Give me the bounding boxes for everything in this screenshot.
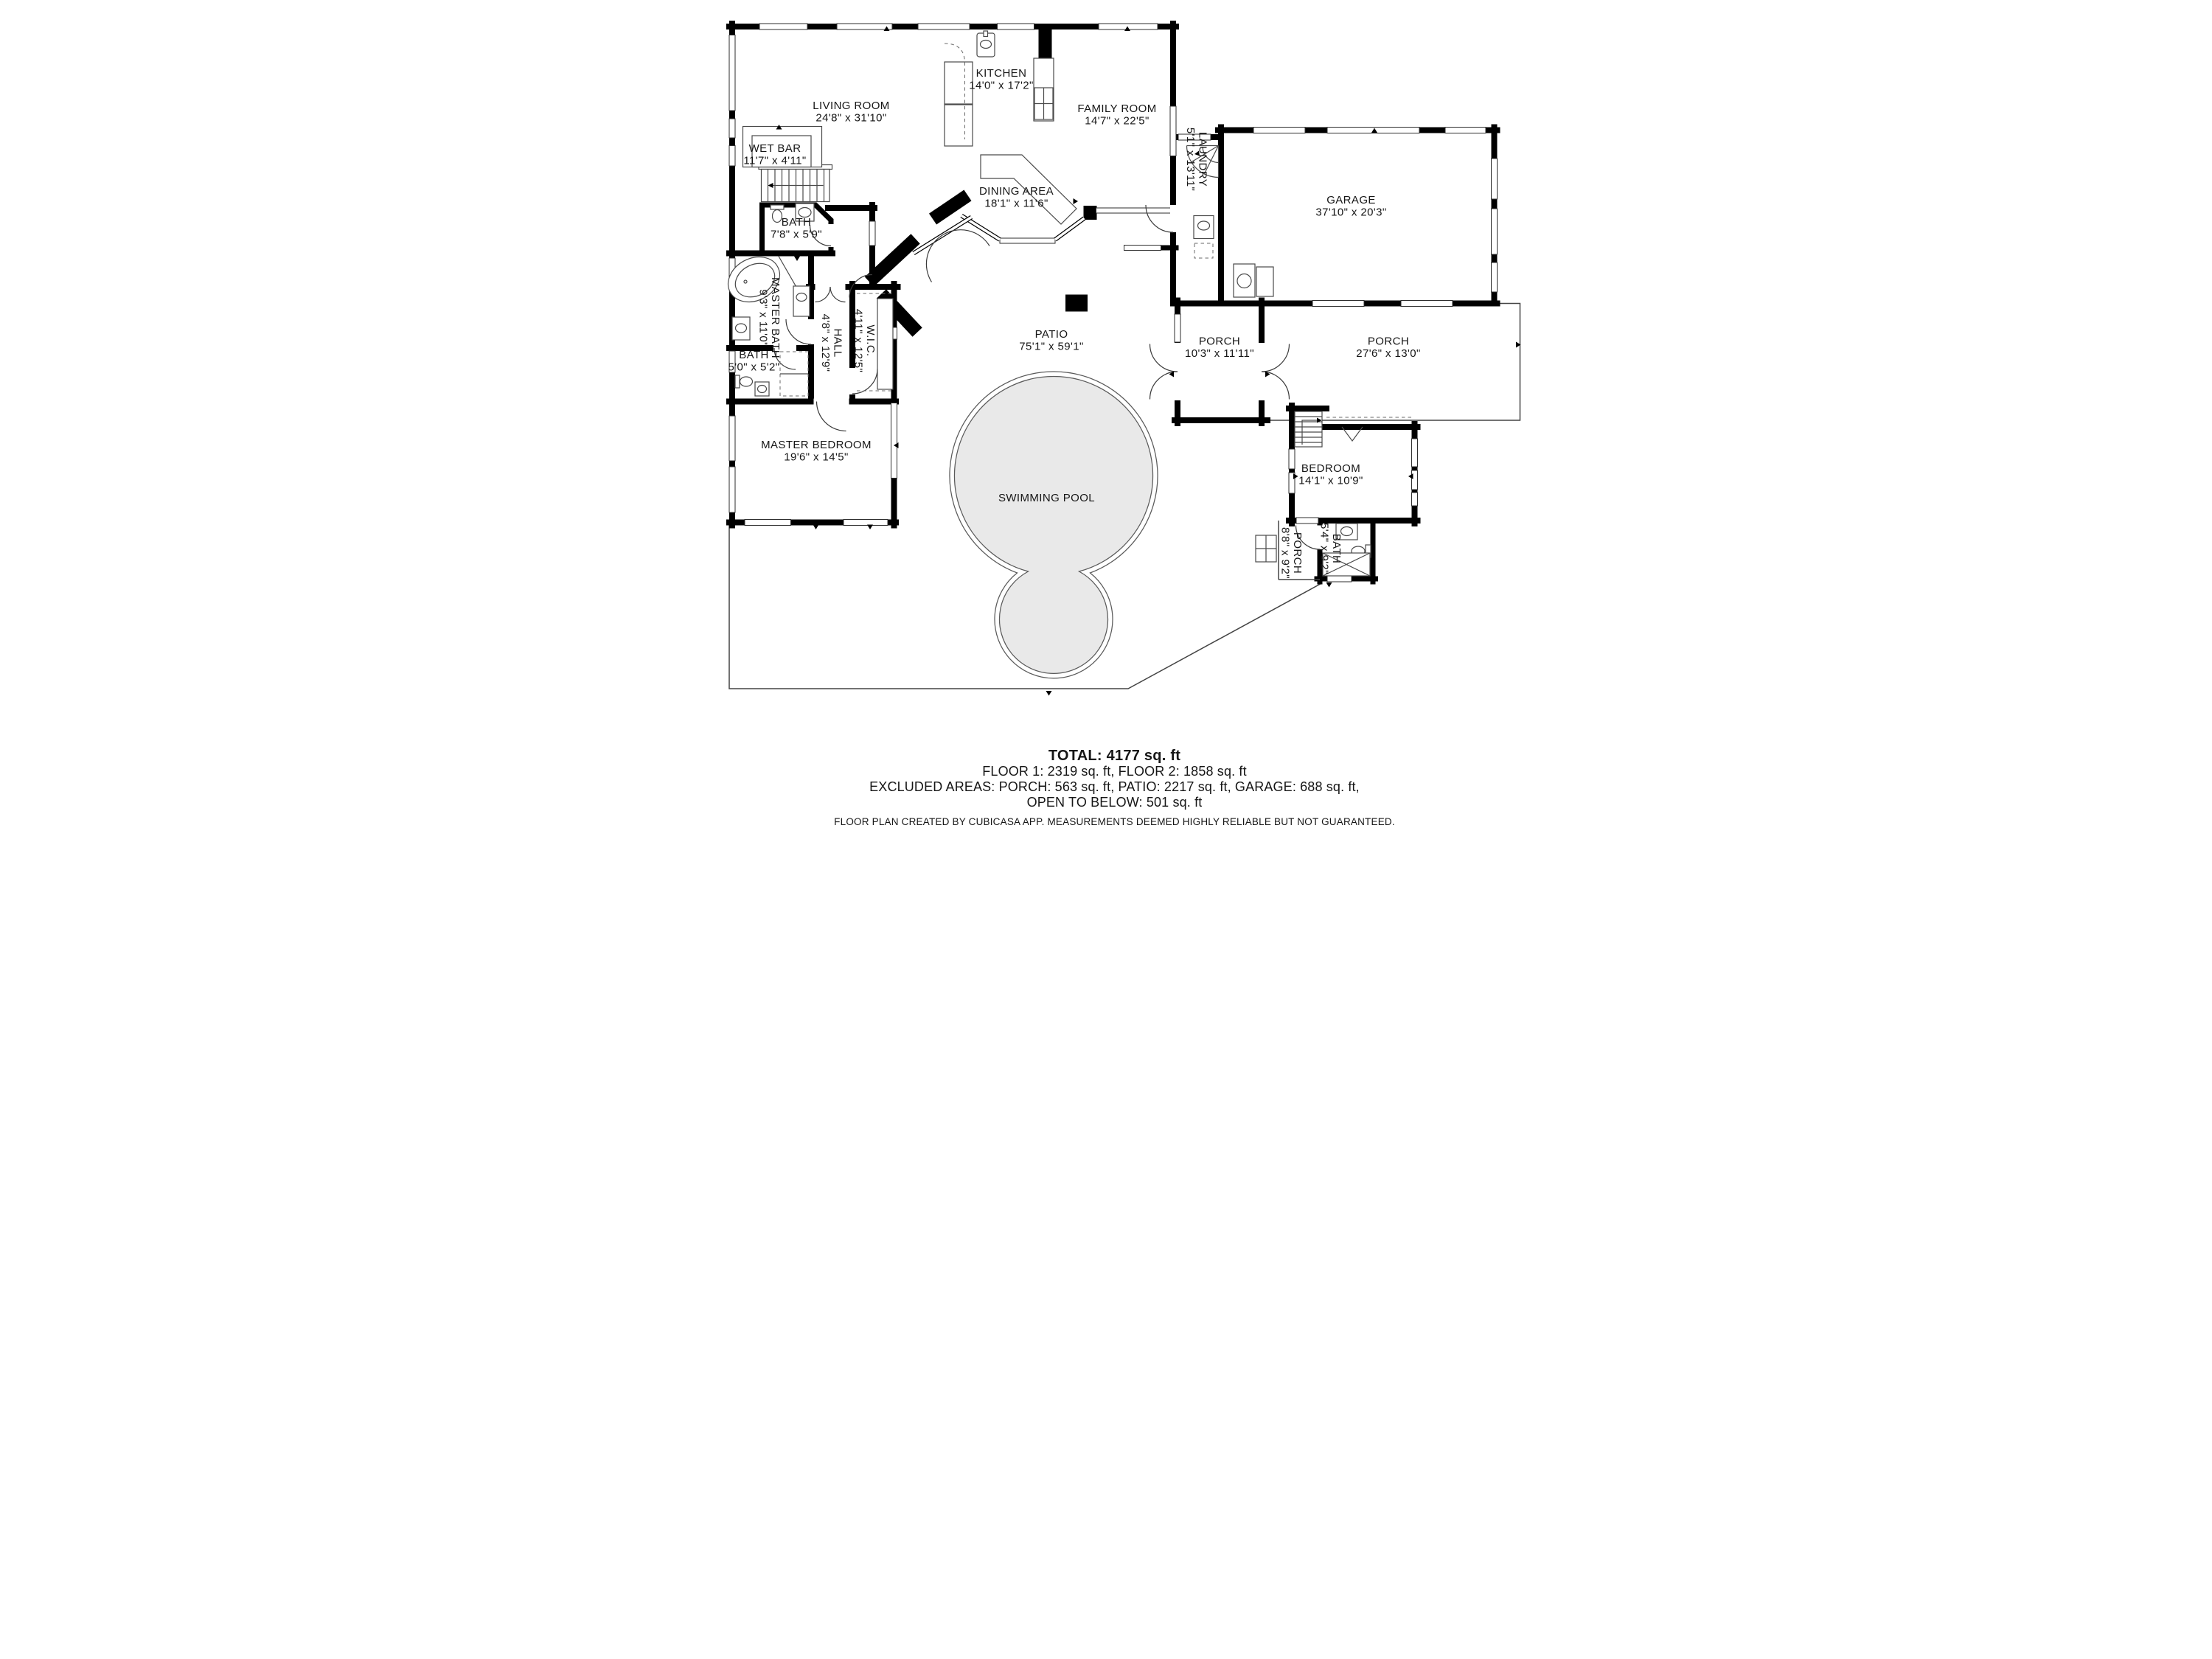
- summary-excluded: EXCLUDED AREAS: PORCH: 563 sq. ft, PATIO…: [869, 779, 1360, 794]
- patio-boundary: [728, 302, 1521, 689]
- room-label-swimming-pool: SWIMMING POOL: [998, 492, 1095, 504]
- toilet-tank: [770, 204, 785, 210]
- room-label-master-bath: MASTER BATH9'3" x 11'0": [757, 277, 782, 358]
- wardrobe: [877, 298, 894, 390]
- summary-open-below: OPEN TO BELOW: 501 sq. ft: [1027, 795, 1203, 810]
- markers: [776, 26, 1521, 696]
- stairs-bedroom: [1294, 411, 1323, 448]
- washer: [1194, 243, 1214, 259]
- summary-total: TOTAL: 4177 sq. ft: [1048, 748, 1180, 764]
- toilet: [771, 209, 783, 223]
- swimming-pool-shape: [949, 371, 1158, 679]
- room-label-wic: W.I.C.4'11" x 12'5": [852, 309, 877, 372]
- toilet-2: [739, 376, 754, 387]
- patio-pillar: [1065, 294, 1088, 312]
- summary-block: TOTAL: 4177 sq. ft FLOOR 1: 2319 sq. ft,…: [834, 748, 1395, 827]
- fixtures: [728, 30, 1413, 577]
- entry-wall-b: [929, 189, 972, 225]
- room-label-bath-3: BATH5'4" x 9'2": [1318, 523, 1343, 574]
- summary-floors: FLOOR 1: 2319 sq. ft, FLOOR 2: 1858 sq. …: [982, 764, 1246, 779]
- toilet-tank-2: [734, 375, 740, 389]
- footer-disclaimer: FLOOR PLAN CREATED BY CUBICASA APP. MEAS…: [834, 816, 1395, 827]
- entry-wall-a: [864, 234, 920, 287]
- room-label-laundry: LAUNDRY5'1" x 13'11": [1184, 128, 1209, 191]
- bay-corner: [1083, 206, 1097, 220]
- kitchen-island: [980, 154, 1077, 225]
- room-label-porch-3: PORCH8'8" x 9'2": [1279, 527, 1304, 579]
- stairs-main: [758, 164, 833, 203]
- water-heater: [1237, 273, 1252, 289]
- room-label-hall: HALL4'8" x 12'9": [819, 314, 844, 372]
- chimney: [1038, 24, 1052, 59]
- stairs-spiral-laundry: [1186, 145, 1220, 178]
